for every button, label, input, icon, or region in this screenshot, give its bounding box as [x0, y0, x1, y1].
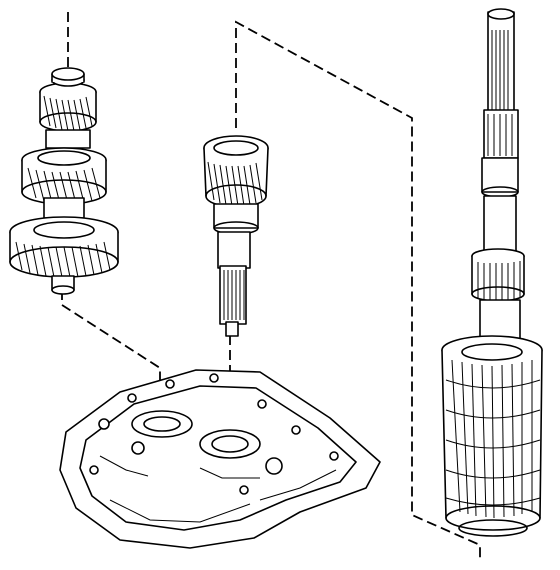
- mainshaft-gear-stack-teeth: [445, 359, 541, 519]
- input-gear-teeth: [207, 161, 263, 207]
- mainshaft-spline-band: [477, 261, 521, 301]
- case-bolt-holes: [89, 373, 339, 495]
- countershaft-gear-cluster: [9, 67, 119, 295]
- mainshaft-leader-line: [235, 20, 481, 560]
- large-gear-teeth: [15, 241, 111, 278]
- mainshaft-mid-splines: [487, 114, 513, 156]
- input-shaft-bore: [199, 429, 261, 459]
- countershaft-bore: [131, 410, 193, 438]
- input-shaft: [203, 135, 269, 337]
- top-gear-teeth: [43, 95, 93, 132]
- input-shaft-splines: [223, 270, 245, 320]
- mainshaft-top-splines: [491, 30, 509, 110]
- main-shaft-assembly: [441, 8, 543, 537]
- gearbox-case-housing: [59, 369, 381, 549]
